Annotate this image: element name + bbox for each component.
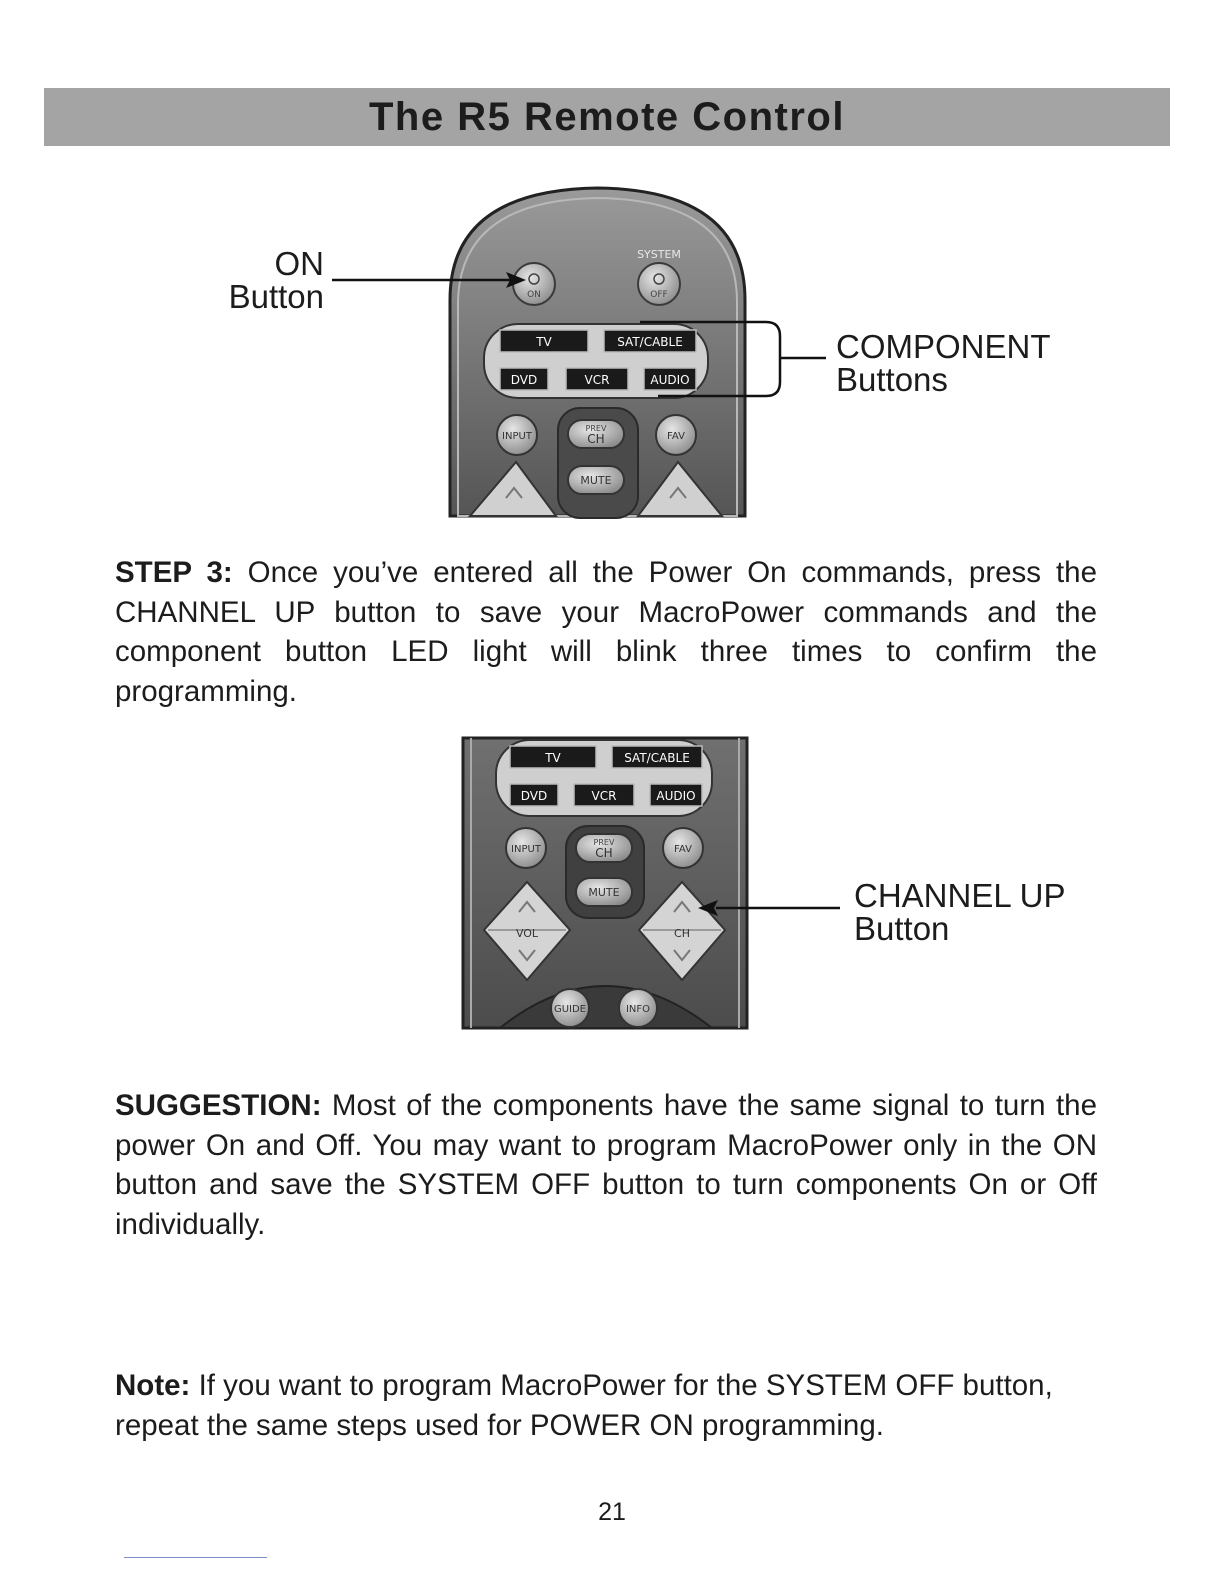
note-text: If you want to program MacroPower for th… (115, 1369, 1053, 1442)
note-label: Note: (115, 1369, 191, 1402)
title-bar: The R5 Remote Control (44, 88, 1170, 146)
dvd-button: DVD (499, 367, 549, 391)
step3-label: STEP 3: (115, 556, 233, 589)
mute-label: MUTE (580, 474, 611, 487)
input-button: INPUT (505, 827, 547, 869)
info-label: INFO (626, 1004, 650, 1015)
vcr-label: VCR (585, 373, 610, 387)
vcr-label: VCR (592, 789, 617, 803)
ch-label: CH (587, 432, 604, 446)
on-button-callout: ON Button (222, 247, 324, 313)
info-button: INFO (618, 988, 658, 1028)
component-callout-line1: COMPONENT (836, 328, 1051, 365)
prev-ch-button: PREV CH (567, 419, 625, 449)
channel-up-callout: CHANNEL UP Button (854, 879, 1066, 945)
mute-button: MUTE (575, 877, 633, 907)
note-paragraph: Note: If you want to program MacroPower … (115, 1366, 1115, 1445)
off-label: OFF (650, 290, 667, 300)
sat-cable-button: SAT/CABLE (603, 329, 697, 353)
vcr-button: VCR (565, 367, 629, 391)
mute-button: MUTE (567, 465, 625, 495)
sat-cable-button: SAT/CABLE (611, 745, 703, 769)
dvd-button: DVD (509, 783, 559, 807)
guide-button: GUIDE (550, 988, 590, 1028)
fav-button: FAV (662, 827, 704, 869)
dvd-label: DVD (511, 373, 537, 387)
page-title: The R5 Remote Control (369, 94, 845, 139)
fav-button: FAV (655, 414, 697, 456)
audio-button: AUDIO (643, 367, 697, 391)
channel-up-callout-line1: CHANNEL UP (854, 877, 1066, 914)
dvd-label: DVD (521, 789, 547, 803)
vol-label: VOL (516, 927, 539, 940)
channel-up-arrow-head (698, 900, 718, 916)
suggestion-paragraph: SUGGESTION: Most of the components have … (115, 1086, 1097, 1244)
footer-rule (124, 1557, 267, 1558)
audio-button: AUDIO (649, 783, 703, 807)
on-button: ON (512, 262, 556, 306)
on-callout-line1: ON (274, 245, 325, 282)
on-label: ON (527, 290, 541, 300)
sat-cable-label: SAT/CABLE (617, 335, 683, 349)
suggestion-label: SUGGESTION: (115, 1089, 322, 1122)
prev-label: PREV (594, 838, 615, 847)
fav-label: FAV (667, 431, 685, 442)
audio-label: AUDIO (656, 789, 695, 803)
input-button: INPUT (496, 414, 538, 456)
page-number: 21 (598, 1498, 626, 1526)
channel-up-callout-line2: Button (854, 910, 950, 947)
suggestion-text: Most of the components have the same sig… (115, 1089, 1097, 1241)
remote-top-figure: SYSTEM ON OFF TV SAT/CABLE DVD VCR AUDIO… (332, 186, 826, 519)
guide-label: GUIDE (554, 1004, 586, 1015)
prev-ch-button: PREV CH (575, 833, 633, 863)
step3-text: Once you’ve entered all the Power On com… (115, 556, 1097, 708)
step3-paragraph: STEP 3: Once you’ve entered all the Powe… (115, 553, 1097, 711)
prev-label: PREV (586, 424, 607, 433)
on-arrow-head (506, 272, 526, 288)
sat-cable-label: SAT/CABLE (624, 751, 690, 765)
input-label: INPUT (511, 844, 542, 855)
tv-button: TV (499, 329, 589, 353)
off-button: OFF (637, 262, 681, 306)
ch-rocker-label: CH (674, 927, 690, 940)
ch-label: CH (595, 846, 612, 860)
audio-label: AUDIO (650, 373, 689, 387)
tv-button: TV (509, 745, 597, 769)
vcr-button: VCR (573, 783, 635, 807)
remote-middle-figure: TV SAT/CABLE DVD VCR AUDIO INPUT FAV PRE… (461, 736, 840, 1030)
tv-label: TV (544, 751, 561, 765)
fav-label: FAV (674, 844, 692, 855)
vol-rocker: VOL (482, 880, 572, 982)
on-callout-line2: Button (228, 278, 324, 315)
component-callout-line2: Buttons (836, 361, 948, 398)
system-label: SYSTEM (637, 248, 681, 261)
mute-label: MUTE (588, 886, 619, 899)
tv-label: TV (535, 335, 552, 349)
component-buttons-callout: COMPONENT Buttons (836, 330, 1051, 396)
input-label: INPUT (502, 431, 533, 442)
